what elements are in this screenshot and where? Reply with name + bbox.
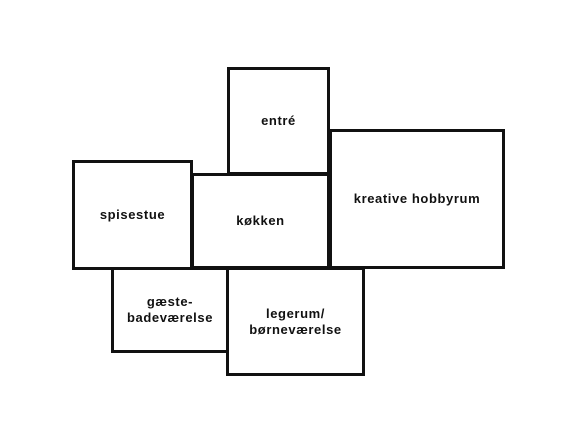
room-label-kreative-hobbyrum: kreative hobbyrum xyxy=(353,191,481,206)
room-spisestue: spisestue xyxy=(72,160,193,270)
room-kreative-hobbyrum: kreative hobbyrum xyxy=(329,129,505,269)
room-gaeste-badevaerelse: gæste- badeværelse xyxy=(111,267,229,353)
room-legerum-bornevaerelse: legerum/ børneværelse xyxy=(226,267,365,376)
room-label-spisestue: spisestue xyxy=(99,207,166,222)
room-label-kokken: køkken xyxy=(236,213,285,228)
room-label-entre: entré xyxy=(261,113,296,128)
room-label-legerum-bornevaerelse: legerum/ børneværelse xyxy=(249,305,342,337)
room-kokken: køkken xyxy=(191,173,330,269)
room-label-gaeste-badevaerelse: gæste- badeværelse xyxy=(126,294,214,325)
room-entre: entré xyxy=(227,67,330,175)
